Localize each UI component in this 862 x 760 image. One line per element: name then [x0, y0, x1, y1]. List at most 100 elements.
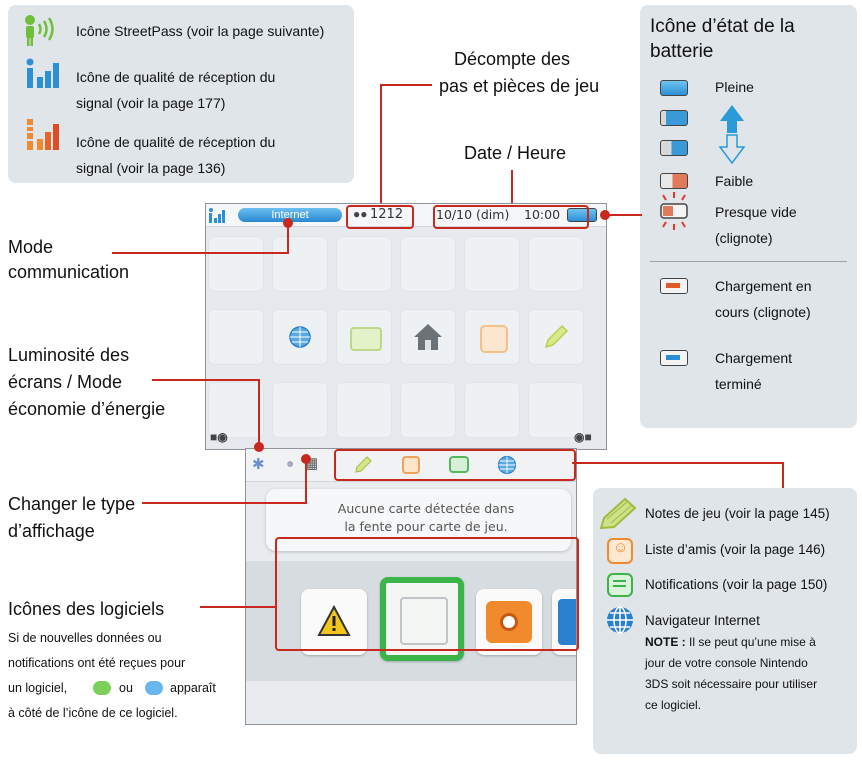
mode-callout-1: Mode [8, 237, 54, 257]
battery-full-icon [660, 80, 688, 96]
software-desc-3c: apparaît [170, 681, 216, 695]
battery-title-1: Icône d’état de la [650, 16, 795, 37]
app-camera[interactable] [476, 589, 542, 655]
view-leader-v [305, 460, 307, 504]
bg-tile [208, 236, 264, 292]
app-icon-partial [558, 599, 576, 645]
bg-tile [528, 382, 584, 438]
battery-legend-panel: Icône d’état de la batterie Pleine Faibl… [640, 5, 857, 428]
notifications-button[interactable] [437, 453, 481, 477]
view-toggle-dot-icon[interactable]: ● [286, 455, 295, 471]
bg-tile [336, 236, 392, 292]
notes-button[interactable] [341, 453, 385, 477]
battery-high-icon [660, 110, 688, 126]
note-label: NOTE : [645, 635, 686, 649]
notifications-tile[interactable] [336, 309, 392, 365]
bg-tile [208, 382, 264, 438]
battery-almost-empty-icon [660, 192, 688, 230]
app-empty-slot-selected[interactable] [380, 577, 464, 661]
app-health-safety[interactable] [301, 589, 367, 655]
friends-button[interactable] [389, 453, 433, 477]
brightness-highlight-dot [254, 442, 264, 452]
note-text-4: ce logiciel. [645, 698, 702, 712]
view-leader-h [142, 502, 306, 504]
notifications-label: Notifications (voir la page 150) [645, 577, 828, 592]
pencil-icon [599, 497, 637, 530]
shortcuts-highlight [334, 449, 576, 481]
brightness-leader-v [258, 379, 260, 447]
bg-tile [336, 382, 392, 438]
pedometer-icon: ●● [353, 207, 368, 221]
mode-badge-label: Internet [271, 209, 309, 221]
signal-177-label-2: signal (voir la page 177) [76, 95, 226, 111]
battery-low-icon [660, 173, 688, 189]
almost-empty-label-2: (clignote) [715, 230, 773, 246]
battery-mid-icon [660, 140, 688, 156]
globe-icon [497, 455, 517, 475]
bg-tile [272, 382, 328, 438]
view-callout-1: Changer le type [8, 494, 136, 514]
friends-icon: ☺ [607, 538, 633, 564]
battery-full-label: Pleine [715, 79, 754, 95]
streetpass-label: Icône StreetPass (voir la page suivante) [76, 23, 325, 39]
battery-pointer-dot [600, 210, 610, 220]
shortcuts-leader-h [574, 462, 784, 464]
empty-card-slot [400, 597, 448, 645]
software-leader [200, 606, 275, 608]
pedometer-highlight [346, 205, 414, 229]
signal-strength-icon [26, 58, 59, 88]
no-card-message-1: Aucune carte détectée dans [337, 501, 515, 516]
up-down-arrow-icon [718, 105, 746, 165]
mode-leader-v [287, 223, 289, 254]
view-pointer-dot [301, 454, 311, 464]
top-screen: Internet ●● 1212 10/10 (dim) 10:00 ■◉ ◉■ [205, 203, 607, 450]
software-desc-2: notifications ont été reçues pour [8, 656, 186, 670]
message-bubble [266, 489, 571, 551]
camera-icon-right: ◉■ [574, 430, 592, 444]
app-partial-next[interactable] [552, 589, 576, 655]
battery-low-label: Faible [715, 173, 754, 189]
home-icon [414, 324, 442, 350]
mode-badge: Internet [238, 208, 342, 222]
note-text-3: 3DS soit nécessaire pour utiliser [645, 677, 818, 691]
datetime-highlight [433, 205, 589, 229]
software-callout-title: Icônes des logiciels [8, 599, 165, 619]
notes-tile[interactable] [528, 309, 584, 365]
shortcuts-leader-down [782, 462, 784, 488]
notes-label: Notes de jeu (voir la page 145) [645, 506, 830, 521]
signal-strength-icon [209, 208, 225, 223]
blue-dot-icon [145, 681, 163, 695]
battery-leader [608, 214, 642, 216]
charged-label-2: terminé [715, 376, 762, 392]
friends-tile[interactable] [464, 309, 520, 365]
home-tile[interactable] [400, 309, 456, 365]
charging-label-1: Chargement en [715, 278, 812, 294]
browser-tile[interactable] [272, 309, 328, 365]
pedometer-leader-v [380, 84, 382, 206]
pedometer-callout-2: pas et pièces de jeu [439, 76, 600, 96]
brightness-icon[interactable]: ✱ [252, 456, 265, 473]
bg-tile [528, 236, 584, 292]
mode-callout-2: communication [8, 262, 130, 282]
shortcuts-leader-v [572, 462, 574, 464]
bottom-screen: ✱ ● ▦ Aucune carte détectée dans la fent… [245, 448, 577, 725]
notifications-icon [607, 573, 633, 597]
battery-divider [650, 261, 847, 262]
friend-icon [480, 325, 508, 353]
streetpass-icon [25, 15, 54, 46]
signal-177-label-1: Icône de qualité de réception du [76, 69, 276, 85]
notification-icon [449, 456, 469, 473]
warning-icon [317, 605, 351, 636]
software-desc-3b: ou [119, 681, 133, 695]
camera-icon [486, 601, 532, 643]
mode-leader-h [112, 252, 287, 254]
brightness-leader-h [152, 379, 259, 381]
globe-icon [289, 326, 311, 348]
battery-charging-icon [660, 278, 688, 294]
note-text-2: jour de votre console Nintendo [645, 656, 808, 670]
step-count: 1212 [370, 207, 404, 222]
camera-icon-left: ■◉ [210, 430, 228, 444]
browser-button[interactable] [485, 453, 529, 477]
note-text-1: Il se peut qu’une mise à [689, 635, 816, 649]
notification-icon [350, 327, 382, 351]
